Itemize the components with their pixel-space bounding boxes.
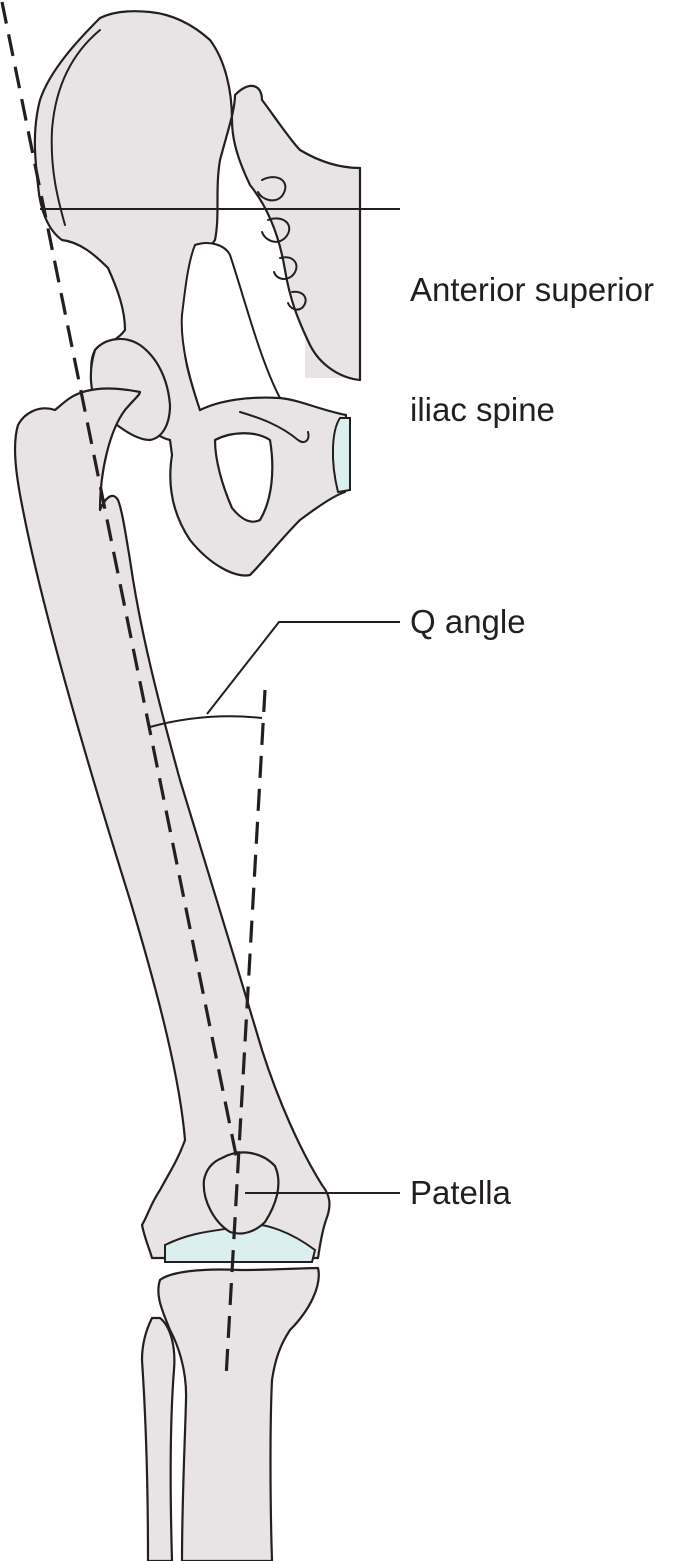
sacral-foramen-4 <box>287 290 307 311</box>
sciatic-notch <box>180 242 282 412</box>
asis-label-line1: Anterior superior <box>410 271 654 308</box>
q-angle-leader-line <box>206 621 400 715</box>
fibula <box>140 1316 176 1561</box>
patella <box>202 1151 280 1235</box>
femur <box>13 387 331 1260</box>
patella-to-tibial-tubercle-axis <box>224 689 267 1379</box>
asis-label-line2: iliac spine <box>410 391 555 428</box>
q-angle-label: Q angle <box>410 603 526 640</box>
patella-label: Patella <box>410 1174 511 1211</box>
pubic-symphysis <box>331 417 351 494</box>
iliac-crest-line <box>50 29 101 226</box>
tibia <box>157 1266 320 1561</box>
q-angle-arc <box>149 715 263 728</box>
asis-label: Anterior superior iliac spine <box>410 190 654 470</box>
sacral-foramen-2 <box>261 217 291 243</box>
pubic-ramus-line <box>239 411 310 443</box>
sacral-foramen-3 <box>273 256 298 280</box>
obturator-foramen <box>213 432 274 523</box>
sacral-foramen-1 <box>257 176 287 202</box>
